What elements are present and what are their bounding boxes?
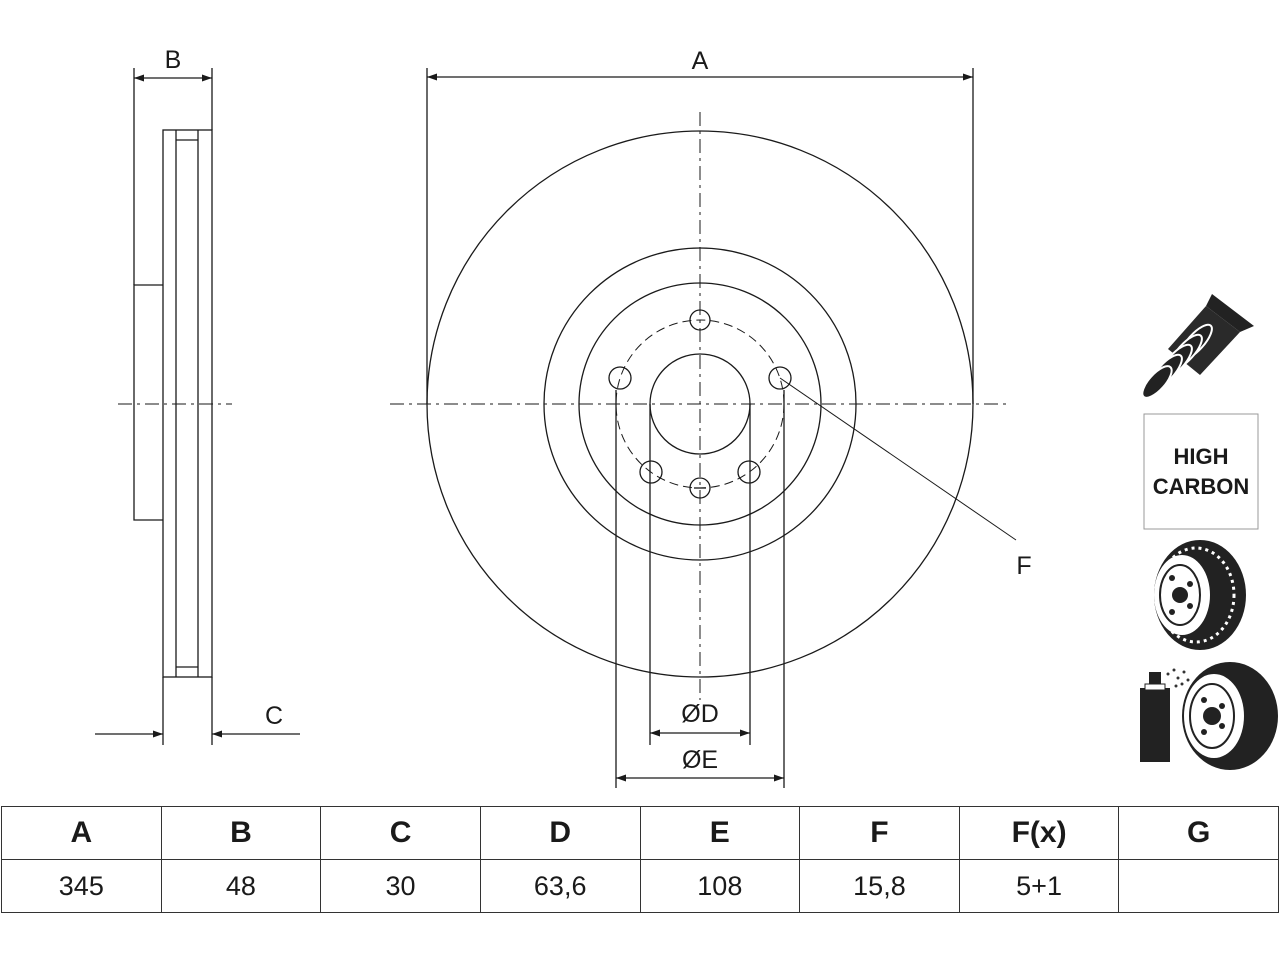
header-f: F: [799, 806, 960, 860]
table-header-row: A B C D E F F(x) G: [1, 806, 1279, 860]
value-c: 30: [320, 859, 481, 913]
dim-e-label: ØE: [682, 746, 718, 774]
header-c: C: [320, 806, 481, 860]
value-f: 15,8: [799, 859, 960, 913]
header-d: D: [479, 806, 641, 860]
dim-b-label: B: [165, 46, 182, 74]
value-e: 108: [639, 859, 801, 913]
value-b: 48: [160, 859, 322, 913]
dim-d-label: ØD: [681, 700, 719, 728]
coated-disc-spray-icon: [1140, 662, 1278, 770]
high-carbon-line1: HIGH: [1174, 444, 1229, 469]
spec-table: A B C D E F F(x) G 345 48 30 63,6 108 15…: [1, 806, 1279, 913]
dim-a-label: A: [692, 47, 709, 75]
header-e: E: [639, 806, 801, 860]
table-value-row: 345 48 30 63,6 108 15,8 5+1: [1, 859, 1279, 913]
side-view: [118, 68, 232, 745]
bolt-hole: [768, 366, 792, 390]
vent-channel: [175, 130, 199, 677]
value-fx: 5+1: [958, 859, 1120, 913]
bolt-hole: [639, 460, 663, 484]
bolt-hole: [737, 460, 761, 484]
bolt-hole: [608, 366, 632, 390]
high-carbon-line2: CARBON: [1153, 474, 1250, 499]
header-fx: F(x): [958, 806, 1120, 860]
header-a: A: [1, 806, 162, 860]
leader-f: [779, 377, 1017, 541]
hat-profile: [133, 284, 163, 521]
screw-icon: [1141, 294, 1254, 399]
high-carbon-badge: HIGH CARBON: [1143, 413, 1259, 530]
dim-f-label: F: [1016, 552, 1031, 580]
brake-disc-drawing: B C A ØD ØE F: [95, 46, 1278, 788]
header-b: B: [160, 806, 322, 860]
value-a: 345: [1, 859, 162, 913]
front-view: [390, 68, 1017, 788]
header-g: G: [1118, 806, 1279, 860]
value-g: [1118, 859, 1279, 913]
vented-disc-icon: [1154, 540, 1246, 650]
dim-c-label: C: [265, 702, 283, 730]
value-d: 63,6: [479, 859, 641, 913]
